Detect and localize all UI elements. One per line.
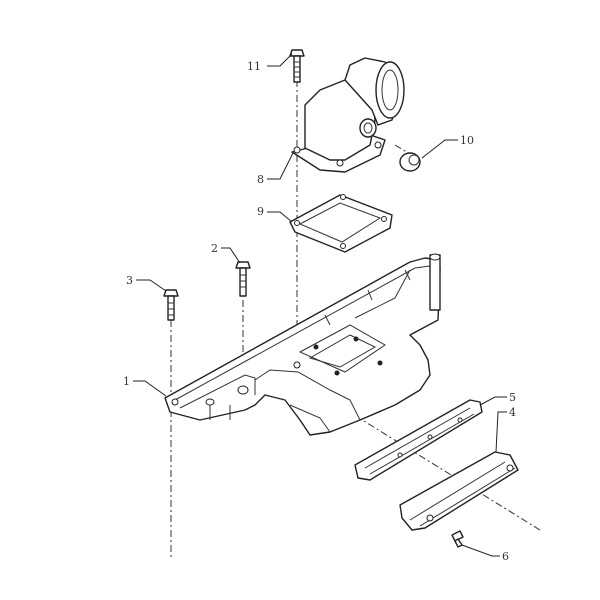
- leader-11: [267, 53, 293, 67]
- plug-10: [399, 152, 421, 172]
- bolt-11: [289, 49, 305, 83]
- callout-4: 4: [509, 406, 516, 419]
- elbow-outlet: [291, 57, 405, 173]
- leader-10: [421, 139, 458, 159]
- bolt-3: [163, 289, 179, 321]
- callout-2: 2: [211, 242, 218, 255]
- gasket-9: [289, 194, 393, 253]
- side-cover-4: [399, 451, 519, 531]
- leader-8: [267, 152, 294, 180]
- leader-6: [461, 544, 500, 557]
- leader-5: [479, 396, 507, 406]
- callout-5: 5: [509, 391, 516, 404]
- axis-line-plug: [394, 144, 421, 161]
- leader-1: [133, 380, 167, 397]
- callout-8: 8: [257, 173, 264, 186]
- axis-line-cover: [329, 399, 541, 531]
- callout-11: 11: [247, 60, 261, 73]
- screw-6: [451, 530, 464, 548]
- callout-6: 6: [502, 550, 509, 563]
- leader-4: [495, 411, 507, 453]
- callout-1: 1: [123, 375, 130, 388]
- callout-10: 10: [460, 134, 474, 147]
- gasket-5: [354, 399, 483, 481]
- manifold-body: [164, 253, 441, 436]
- leader-3: [136, 279, 167, 292]
- callout-9: 9: [257, 205, 264, 218]
- leader-9: [267, 211, 293, 223]
- callout-3: 3: [126, 274, 133, 287]
- bolt-2: [235, 261, 251, 297]
- leader-2: [221, 247, 241, 264]
